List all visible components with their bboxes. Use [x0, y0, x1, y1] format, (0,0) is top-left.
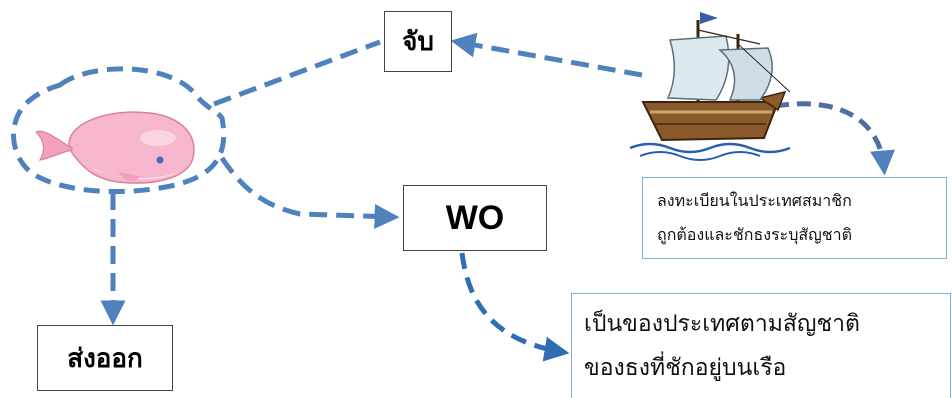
- ownership-note-line1: เป็นของประเทศตามสัญชาติ: [584, 311, 860, 337]
- export-box: ส่งออก: [37, 325, 173, 391]
- ownership-note: เป็นของประเทศตามสัญชาติ ของธงที่ชักอยู่บ…: [571, 293, 951, 398]
- registration-note: ลงทะเบียนในประเทศสมาชิก ถูกต้องและชักธงร…: [642, 177, 947, 259]
- wo-label: WO: [445, 198, 505, 237]
- wo-box: WO: [403, 185, 547, 251]
- catch-label: จับ: [402, 27, 434, 57]
- registration-note-line2: ถูกต้องและชักธงระบุสัญชาติ: [657, 225, 852, 244]
- registration-note-line1: ลงทะเบียนในประเทศสมาชิก: [657, 191, 852, 210]
- ownership-note-line2: ของธงที่ชักอยู่บนเรือ: [584, 355, 787, 381]
- whale-group-outline: [11, 66, 227, 195]
- arrow-to-catch: [213, 39, 381, 107]
- arrow-ship-to-registration: [774, 101, 895, 176]
- arrow-to-wo: [219, 156, 400, 229]
- arrow-wo-to-ownership: [459, 252, 570, 362]
- export-label: ส่งออก: [67, 343, 143, 374]
- arrow-ship-to-catch: [450, 32, 643, 78]
- whale-icon: [34, 111, 195, 184]
- ship-icon: [629, 12, 791, 161]
- catch-box: จับ: [384, 11, 452, 72]
